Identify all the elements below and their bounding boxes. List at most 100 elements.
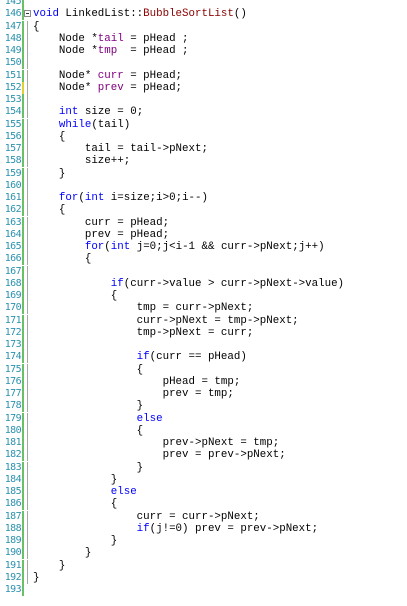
code-line[interactable]: 147{ [0,20,407,33]
line-number: 158 [4,155,22,167]
code-line[interactable]: 180 { [0,424,407,437]
line-number: 173 [4,339,22,350]
outline-guide [27,143,28,155]
keyword-token: for [58,192,79,204]
code-line[interactable]: 154 int size = 0; [0,106,407,119]
outline-guide [27,265,28,278]
code-line[interactable]: 184 } [0,473,407,486]
change-indicator [22,522,24,535]
code-line[interactable]: 149 Node *tmp = pHead ; [0,45,407,57]
code-line[interactable]: 151 Node* curr = pHead; [0,69,407,82]
code-line[interactable]: 145 [0,0,407,8]
code-text: prev = pHead; [33,229,169,241]
code-line[interactable]: 177 prev = tmp; [0,388,407,400]
change-indicator [22,510,24,523]
code-token: { [33,424,144,437]
code-token: = pHead; [123,69,183,82]
line-number: 155 [4,118,22,130]
code-line[interactable]: 159 } [0,167,407,180]
code-line[interactable]: 157 tail = tail->pNext; [0,143,407,155]
change-indicator [22,265,24,278]
code-line[interactable]: 148 Node *tail = pHead ; [0,32,407,45]
code-token: LinkedList:: [58,8,144,21]
code-token: curr = pHead; [33,216,170,229]
code-line[interactable]: 193 [0,584,407,596]
code-line[interactable]: 171 curr->pNext = tmp->pNext; [0,314,407,327]
code-line[interactable]: 155 while(tail) [0,118,407,131]
code-text: prev->pNext = tmp; [33,437,280,449]
keyword-token: void [33,8,59,21]
line-number: 166 [4,253,22,265]
code-line[interactable]: 186 { [0,498,407,511]
code-line[interactable]: 160 [0,179,407,192]
code-line[interactable]: 187 curr = curr->pNext; [0,510,407,523]
code-line[interactable]: 188 if(j!=0) prev = prev->pNext; [0,522,407,535]
code-text: } [33,572,39,584]
outline-guide [27,473,28,486]
code-line[interactable]: 168 if(curr->value > curr->pNext->value) [0,277,407,290]
line-number: 167 [4,265,22,277]
code-line[interactable]: 163 curr = pHead; [0,216,407,229]
outline-guide [27,20,28,33]
code-text: for(int j=0;j<i-1 && curr->pNext;j++) [33,241,325,253]
code-line[interactable]: 175 { [0,363,407,376]
line-number: 176 [4,375,22,387]
code-line[interactable]: 174 if(curr == pHead) [0,351,407,364]
code-line[interactable]: 170 tmp = curr->pNext; [0,302,407,315]
code-token [33,351,137,363]
code-line[interactable]: 182 prev = prev->pNext; [0,449,407,462]
change-indicator [22,57,24,70]
code-line[interactable]: 190 } [0,547,407,560]
code-line[interactable]: 192} [0,571,407,584]
code-line[interactable]: 185 else [0,486,407,498]
code-line[interactable]: 162 { [0,204,407,217]
code-line[interactable]: 164 prev = pHead; [0,228,407,241]
change-indicator [22,241,24,253]
code-line[interactable]: 165 for(int j=0;j<i-1 && curr->pNext;j++… [0,241,407,253]
code-line[interactable]: 173 [0,339,407,351]
code-line[interactable]: 167 [0,265,407,278]
collapse-icon[interactable] [24,10,31,18]
code-text: } [33,400,144,412]
change-indicator [22,167,24,180]
code-line[interactable]: 156 { [0,130,407,143]
code-line[interactable]: 172 tmp->pNext = curr; [0,326,407,339]
code-token: { [33,204,66,217]
code-text: } [33,560,66,572]
code-line[interactable]: 178 } [0,400,407,413]
code-text: { [33,424,144,437]
line-number: 151 [4,69,22,81]
change-indicator [22,437,24,449]
code-line[interactable]: 166 { [0,253,407,266]
code-line[interactable]: 153 [0,94,407,106]
outline-guide [27,461,28,474]
code-line[interactable]: 161 for(int i=size;i>0;i--) [0,192,407,204]
code-token: Node * [33,32,98,45]
outline-guide [27,302,28,315]
line-number: 170 [4,302,22,314]
code-line[interactable]: 191 } [0,559,407,572]
code-text: int size = 0; [33,106,143,118]
line-number: 181 [4,437,22,448]
code-token: ( [104,241,111,253]
code-line[interactable]: 169 { [0,290,407,302]
line-number: 175 [4,363,22,375]
code-line[interactable]: 189 } [0,535,407,547]
outline-guide [27,486,28,498]
change-indicator [22,69,24,82]
code-token: size = 0; [78,106,144,119]
outline-guide [27,571,28,584]
code-line[interactable]: 183 } [0,461,407,474]
code-line[interactable]: 152 Node* prev = pHead; [0,81,407,94]
change-indicator [22,498,24,511]
code-line[interactable]: 150 [0,57,407,70]
code-token: tmp->pNext = curr; [33,326,254,339]
code-text: curr = curr->pNext; [33,511,260,523]
code-line[interactable]: 158 size++; [0,155,407,168]
code-line[interactable]: 176 pHead = tmp; [0,375,407,388]
code-line[interactable]: 179 else [0,412,407,425]
code-line[interactable]: 181 prev->pNext = tmp; [0,437,407,449]
line-number: 162 [4,204,22,216]
